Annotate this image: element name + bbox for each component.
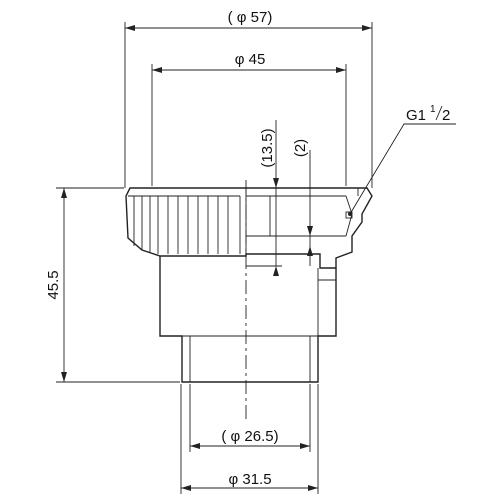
thread-spec-main: G1 xyxy=(406,107,426,124)
thread-spec-callout: G1 1 2 xyxy=(348,104,456,216)
outer-diameter-label: ( φ 57) xyxy=(228,9,273,26)
height-label: 45.5 xyxy=(45,270,62,299)
top-diameter-label: φ 45 xyxy=(235,51,266,68)
dim-bottom-inner-diameter: ( φ 26.5) xyxy=(189,384,311,452)
dim-bottom-outer-diameter: φ 31.5 xyxy=(180,384,319,494)
dim-top-diameter: φ 45 xyxy=(151,51,347,186)
dim-outer-diameter: ( φ 57) xyxy=(124,9,373,188)
thread-spec-denominator: 2 xyxy=(442,107,450,124)
thread-spec-numerator: 1 xyxy=(430,104,436,115)
thread-depth-label: (13.5) xyxy=(259,128,276,167)
bottom-outer-diameter-label: φ 31.5 xyxy=(228,471,271,488)
dim-thread-depth: (13.5) xyxy=(246,120,282,276)
dim-height: 45.5 xyxy=(45,187,180,383)
thread-lip-label: (2) xyxy=(292,139,309,157)
thread-section xyxy=(245,188,359,254)
bottom-inner-diameter-label: ( φ 26.5) xyxy=(221,428,278,445)
knurl-ribs xyxy=(128,195,241,254)
cap-outline xyxy=(125,187,373,269)
body-outline xyxy=(159,256,337,383)
fitting-body xyxy=(125,180,373,420)
dim-thread-lip: (2) xyxy=(292,139,318,266)
